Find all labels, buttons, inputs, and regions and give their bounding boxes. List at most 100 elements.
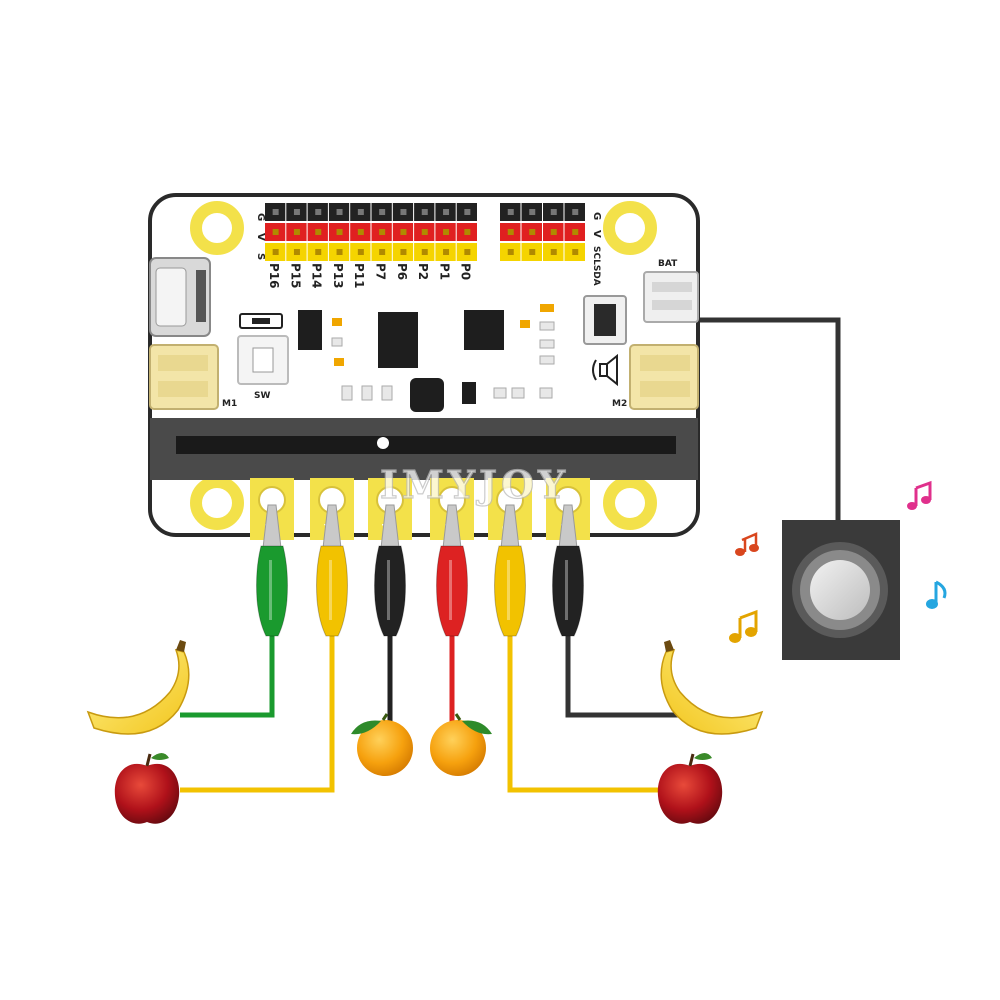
music-note-icon <box>729 609 758 643</box>
crocodile-clip-t <box>374 504 406 637</box>
header-pin <box>529 209 536 215</box>
header-pin <box>507 229 514 235</box>
header-pin <box>507 249 514 255</box>
header-label-v: V <box>255 233 266 241</box>
header-pin <box>379 229 386 235</box>
orange-icon <box>351 713 413 776</box>
header-pin <box>315 249 322 255</box>
crocodile-clip-n <box>552 504 584 637</box>
chips <box>298 304 555 412</box>
mounting-holes <box>190 201 657 530</box>
battery-connector <box>643 271 699 323</box>
header-pin <box>357 229 364 235</box>
header-pin <box>507 209 514 215</box>
apple-icon <box>114 753 180 824</box>
usb-port <box>149 257 211 337</box>
right-header-label-g: G <box>591 212 602 220</box>
pin-label: P6 <box>395 263 409 280</box>
crocodile-clip-o <box>494 504 526 637</box>
wire-p <box>180 630 275 718</box>
wire-n <box>565 630 680 718</box>
bat-label: BAT <box>658 259 678 269</box>
pin-label: P1 <box>437 263 451 280</box>
header-pin <box>529 249 536 255</box>
header-pin <box>421 209 428 215</box>
pin-label: P0 <box>459 263 473 280</box>
banana-icon <box>660 640 764 735</box>
crocodile-clip-h <box>436 504 468 637</box>
pin-label: P13 <box>331 263 345 289</box>
header-pin <box>315 209 322 215</box>
music-note-icon <box>735 532 759 556</box>
header-pin <box>379 209 386 215</box>
header-pin <box>379 249 386 255</box>
header-pin <box>572 249 579 255</box>
pin-label: P7 <box>374 263 388 280</box>
m1-label: M1 <box>222 399 237 409</box>
header-pin <box>550 229 557 235</box>
buzzer-connector <box>583 295 627 345</box>
header-pin <box>550 249 557 255</box>
orange-icon <box>430 713 492 776</box>
header-pin <box>550 209 557 215</box>
pin-label: P14 <box>310 263 324 289</box>
connector-m1 <box>149 344 219 410</box>
header-pin <box>464 209 471 215</box>
sw-label: SW <box>254 391 270 401</box>
header-pin <box>572 209 579 215</box>
music-note-icon <box>926 580 947 609</box>
header-pin <box>293 249 300 255</box>
pin-label: P15 <box>288 263 302 289</box>
header-pin <box>443 249 450 255</box>
m2-label: M2 <box>612 399 627 409</box>
header-pin <box>315 229 322 235</box>
pin-labels: P16 P15 P14 P13 P11 P7 P6 P2 P1 P0 <box>267 263 473 289</box>
crocodile-clip-p <box>256 504 288 637</box>
apple-icon <box>657 753 723 824</box>
pin-label: P16 <box>267 263 281 289</box>
header-pin <box>357 209 364 215</box>
header-pin <box>336 249 343 255</box>
header-pin <box>464 229 471 235</box>
wire-y <box>180 630 335 793</box>
speaker-module <box>782 520 900 660</box>
header-pin <box>443 229 450 235</box>
header-pin <box>357 249 364 255</box>
header-label-s: S <box>255 253 266 260</box>
pin-headers-right <box>500 203 585 261</box>
header-label-g: G <box>255 213 266 221</box>
right-header-label-sclsda: SCLSDA <box>591 246 601 286</box>
banana-icon <box>86 640 190 735</box>
header-pin <box>272 229 279 235</box>
speaker-icon <box>592 353 618 387</box>
header-pin <box>464 249 471 255</box>
wire-o <box>507 630 660 793</box>
header-pin <box>529 229 536 235</box>
edge-connector-slot <box>150 418 698 480</box>
header-pin <box>272 209 279 215</box>
switch <box>237 313 289 385</box>
watermark: IMYJOY <box>380 462 569 507</box>
header-pin <box>272 249 279 255</box>
header-pin <box>400 209 407 215</box>
pin-headers-left <box>265 203 477 261</box>
connector-m2 <box>629 344 699 410</box>
crocodile-clips <box>256 504 584 637</box>
header-pin <box>443 209 450 215</box>
header-pin <box>421 229 428 235</box>
music-note-icon <box>907 480 932 510</box>
header-pin <box>572 229 579 235</box>
header-pin <box>400 229 407 235</box>
right-header-label-v: V <box>591 230 602 238</box>
header-pin <box>293 209 300 215</box>
pin-label: P2 <box>416 263 430 280</box>
pin-label: P11 <box>352 263 366 289</box>
header-pin <box>336 229 343 235</box>
header-pin <box>400 249 407 255</box>
crocodile-clip-y <box>316 504 348 637</box>
header-pin <box>336 209 343 215</box>
header-pin <box>293 229 300 235</box>
header-pin <box>421 249 428 255</box>
